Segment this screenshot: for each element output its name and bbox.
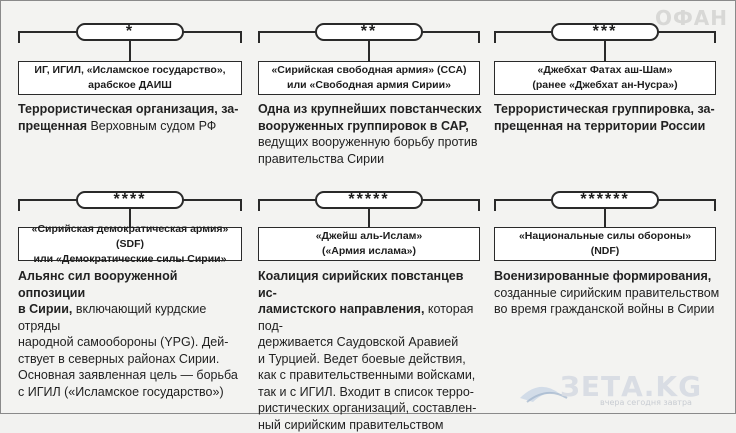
- connector-stem: [129, 41, 131, 61]
- description-text: ристических организаций, составлен-: [258, 401, 477, 415]
- description-text: как с правительственными войсками,: [258, 368, 476, 382]
- footnote-marker: **: [315, 23, 423, 41]
- description-bold: прещенная: [18, 118, 87, 133]
- connector-stem: [368, 209, 370, 227]
- group-description: Террористическая организация, за-прещенн…: [18, 101, 246, 134]
- description-text: ный сирийским правительством: [258, 417, 444, 432]
- description-bold: Военизированные формирования,: [494, 269, 712, 283]
- description-bold: Одна из крупнейших повстанческих: [258, 102, 482, 116]
- description-text: народной самообороны (YPG). Дей-: [18, 335, 229, 349]
- group-name-line: (ранее «Джебхат ан-Нусра»): [532, 79, 678, 91]
- watermark: ОФАН: [654, 6, 728, 30]
- description-bold: прещенная на территории России: [494, 118, 706, 133]
- description-bold: Террористическая группировка, за-: [494, 102, 715, 116]
- group-name-line: (NDF): [590, 245, 620, 257]
- footnote-marker: ******: [551, 191, 659, 209]
- description-bold: ламистского направления,: [258, 302, 425, 316]
- connector-tick: [258, 199, 260, 211]
- connector-tick: [258, 31, 260, 43]
- description-bold: Террористическая организация, за-: [18, 102, 239, 116]
- description-text: ствует в северных районах Сирии.: [18, 351, 220, 366]
- connector-stem: [604, 41, 606, 61]
- group-name-line: арабское ДАИШ: [88, 79, 172, 91]
- group-name-line: «Сирийская демократическая армия» (SDF): [31, 222, 229, 250]
- group-header: «Сирийская свободная армия» (ССА) или «Св…: [258, 61, 480, 95]
- footnote-marker: *: [76, 23, 184, 41]
- logo-icon: [520, 386, 568, 403]
- group-header: «Джебхат Фатах аш-Шам» (ранее «Джебхат ан…: [494, 61, 716, 95]
- group-header: «Джейш аль-Ислам» («Армия ислама»): [258, 227, 480, 261]
- footnote-marker: ***: [551, 23, 659, 41]
- description-text: с ИГИЛ («Исламское государство»): [18, 384, 224, 399]
- connector-stem: [129, 209, 131, 227]
- group-description: Коалиция сирийских повстанцев ис-ламистс…: [258, 268, 484, 433]
- description-text: которая под-: [258, 302, 474, 333]
- group-name-line: ИГ, ИГИЛ, «Исламское государство»,: [34, 64, 226, 76]
- group-description: Альянс сил вооруженной оппозиции в Сирии,…: [18, 268, 246, 400]
- connector-tick: [18, 199, 20, 211]
- connector-tick: [494, 31, 496, 43]
- description-text: ведущих вооруженную борьбу против: [258, 135, 478, 149]
- description-text: созданные сирийским правительством: [494, 285, 720, 300]
- description-bold: вооруженных группировок в САР,: [258, 118, 469, 133]
- group-description: Террористическая группировка, за-прещенн…: [494, 101, 720, 134]
- description-text: Основная заявленная цель — борьба: [18, 368, 238, 382]
- description-text: так и с ИГИЛ. Входит в список терро-: [258, 384, 474, 399]
- connector-tick: [240, 199, 242, 211]
- connector-stem: [368, 41, 370, 61]
- group-name-line: или «Свободная армия Сирии»: [287, 79, 451, 91]
- connector-tick: [18, 31, 20, 43]
- group-name-line: «Сирийская свободная армия» (ССА): [271, 64, 467, 76]
- group-description: Одна из крупнейших повстанческих вооружен…: [258, 101, 484, 167]
- group-name-line: или «Демократические силы Сирии»: [33, 252, 227, 265]
- connector-tick: [494, 199, 496, 211]
- connector-tick: [478, 199, 480, 211]
- group-header: ИГ, ИГИЛ, «Исламское государство», арабск…: [18, 61, 242, 95]
- description-text: и Турцией. Ведет боевые действия,: [258, 351, 466, 366]
- description-bold: Коалиция сирийских повстанцев ис-: [258, 269, 464, 300]
- group-description: Военизированные формирования, созданные с…: [494, 268, 720, 318]
- description-text: включающий курдские отряды: [18, 302, 207, 333]
- footnote-marker: ****: [76, 191, 184, 209]
- group-header: «Сирийская демократическая армия» (SDF) и…: [18, 223, 242, 265]
- connector-stem: [604, 209, 606, 227]
- logo-subtitle: вчера сегодня завтра: [600, 398, 692, 407]
- connector-tick: [478, 31, 480, 43]
- description-text: во время гражданской войны в Сирии: [494, 302, 715, 316]
- connector-tick: [240, 31, 242, 43]
- group-name-line: «Национальные силы обороны»: [518, 230, 692, 242]
- description-text: держивается Саудовской Аравией: [258, 335, 459, 349]
- description-bold: в Сирии,: [18, 302, 73, 316]
- group-name-line: «Джебхат Фатах аш-Шам»: [537, 64, 673, 76]
- group-name-line: («Армия ислама»): [321, 245, 417, 257]
- logo-text: ЗЕТА.KG: [560, 370, 703, 403]
- connector-tick: [714, 199, 716, 211]
- description-text: правительства Сирии: [258, 151, 385, 166]
- group-header: «Национальные силы обороны» (NDF): [494, 227, 716, 261]
- footnote-marker: *****: [315, 191, 423, 209]
- connector-tick: [714, 31, 716, 43]
- group-name-line: «Джейш аль-Ислам»: [315, 230, 423, 242]
- description-text: Верховным судом РФ: [86, 118, 217, 133]
- description-bold: Альянс сил вооруженной оппозиции: [18, 269, 178, 300]
